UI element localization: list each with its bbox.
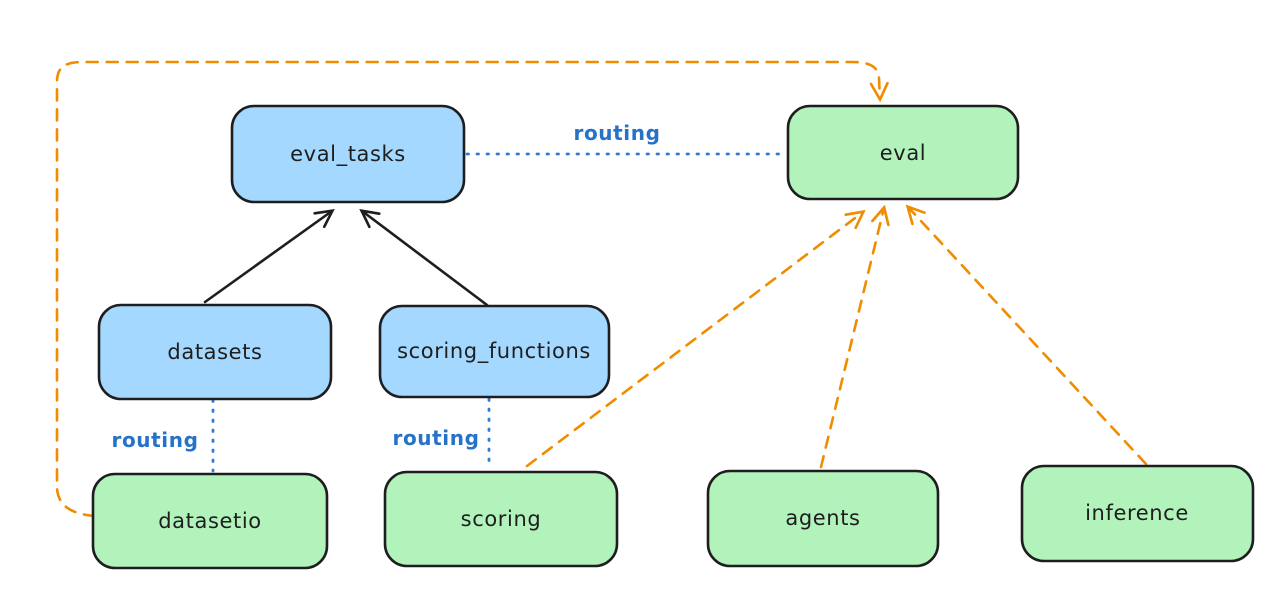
node-eval-label: eval — [880, 141, 926, 165]
routing-label-eval-tasks-eval: routing — [573, 121, 660, 145]
node-scoring-functions-box — [378, 304, 611, 399]
arrow-scoring-to-eval — [525, 212, 863, 468]
node-inference-box — [1020, 464, 1255, 563]
node-datasetio-box — [91, 472, 329, 570]
node-agents-box — [706, 469, 940, 568]
node-eval-tasks-label: eval_tasks — [290, 142, 406, 167]
node-datasets-label: datasets — [167, 340, 262, 364]
node-datasets-box — [97, 303, 333, 401]
node-scoring-box — [383, 470, 619, 568]
node-datasetio: datasetio — [91, 472, 329, 570]
node-datasetio-label: datasetio — [158, 509, 261, 533]
arrow-datasetio-to-eval — [55, 60, 880, 518]
node-eval: eval — [786, 104, 1020, 201]
node-agents: agents — [706, 469, 940, 568]
arrow-scoring-functions-to-eval-tasks — [362, 211, 489, 307]
node-eval-tasks-box — [230, 104, 466, 204]
arrow-inference-to-eval — [908, 207, 1148, 466]
node-inference: inference — [1020, 464, 1255, 563]
node-scoring-functions-label: scoring_functions — [397, 339, 591, 364]
arrow-agents-to-eval — [819, 208, 884, 469]
node-inference-label: inference — [1085, 501, 1189, 525]
node-datasets: datasets — [97, 303, 333, 401]
arrow-datasets-to-eval-tasks — [203, 211, 332, 304]
node-eval-tasks: eval_tasks — [230, 104, 466, 204]
node-scoring-functions: scoring_functions — [378, 304, 611, 399]
routing-label-datasets-datasetio: routing — [111, 428, 198, 452]
node-scoring: scoring — [383, 470, 619, 568]
node-scoring-label: scoring — [461, 507, 542, 531]
node-agents-label: agents — [785, 506, 860, 530]
node-eval-box — [786, 104, 1020, 201]
routing-label-scoring-functions-scoring: routing — [392, 426, 479, 450]
